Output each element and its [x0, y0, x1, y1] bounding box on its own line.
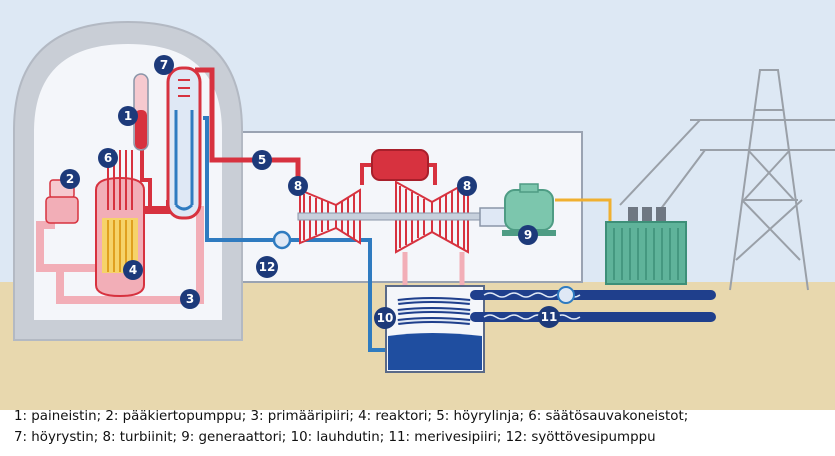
- legend-line-2: 7: höyrystin; 8: turbiinit; 9: generaatt…: [14, 430, 656, 445]
- legend-line-1: 1: paineistin; 2: pääkiertopumppu; 3: pr…: [14, 409, 689, 424]
- badge-turbiini-lp: 8: [457, 176, 477, 196]
- badge-merivesipiiri: 11: [538, 306, 560, 328]
- feedwater-pump: [272, 230, 292, 250]
- steam-line: [195, 67, 301, 185]
- primary-loop-lower: [36, 221, 98, 272]
- pressurizer-line: [140, 150, 152, 206]
- svg-text:3: 3: [186, 292, 194, 306]
- badge-paakiertopumppu: 2: [60, 169, 80, 189]
- svg-text:6: 6: [104, 151, 112, 165]
- badge-reaktori: 4: [123, 260, 143, 280]
- svg-text:5: 5: [258, 153, 266, 167]
- svg-text:4: 4: [129, 263, 137, 277]
- steam-line-lp: [360, 163, 437, 185]
- svg-text:8: 8: [463, 179, 471, 193]
- badge-syottovesipumppu: 12: [256, 256, 278, 278]
- exhaust-duct: [402, 252, 465, 290]
- svg-text:1: 1: [124, 109, 132, 123]
- badge-lauhdutin: 10: [374, 307, 396, 329]
- svg-text:10: 10: [377, 311, 394, 325]
- svg-text:7: 7: [160, 58, 168, 72]
- condenser: [385, 285, 485, 373]
- badge-hoyrystin: 7: [154, 55, 174, 75]
- power-pylon: [619, 69, 835, 291]
- badge-paineistin: 1: [118, 106, 138, 126]
- grid-line: [555, 198, 612, 228]
- badge-turbiini-hp: 8: [288, 176, 308, 196]
- pressurizer: [133, 73, 149, 151]
- nuclear-plant-diagram: 1 2 3 4 5 6 7 8 8 9 10 11: [0, 0, 835, 410]
- badge-primaaripiiri: 3: [180, 289, 200, 309]
- svg-text:8: 8: [294, 179, 302, 193]
- seawater-circuit: [470, 286, 716, 322]
- turbine-shaft: [297, 212, 509, 221]
- legend: 1: paineistin; 2: pääkiertopumppu; 3: pr…: [14, 406, 834, 448]
- svg-text:12: 12: [259, 260, 276, 274]
- transformer: [605, 207, 687, 285]
- svg-text:11: 11: [541, 310, 558, 324]
- reheater: [371, 149, 429, 181]
- svg-text:2: 2: [66, 172, 74, 186]
- badge-generaattori: 9: [518, 225, 538, 245]
- steam-generator: [166, 66, 202, 220]
- svg-text:9: 9: [524, 228, 532, 242]
- badge-hoyrylinja: 5: [252, 150, 272, 170]
- badge-saatosauvakoneistot: 6: [98, 148, 118, 168]
